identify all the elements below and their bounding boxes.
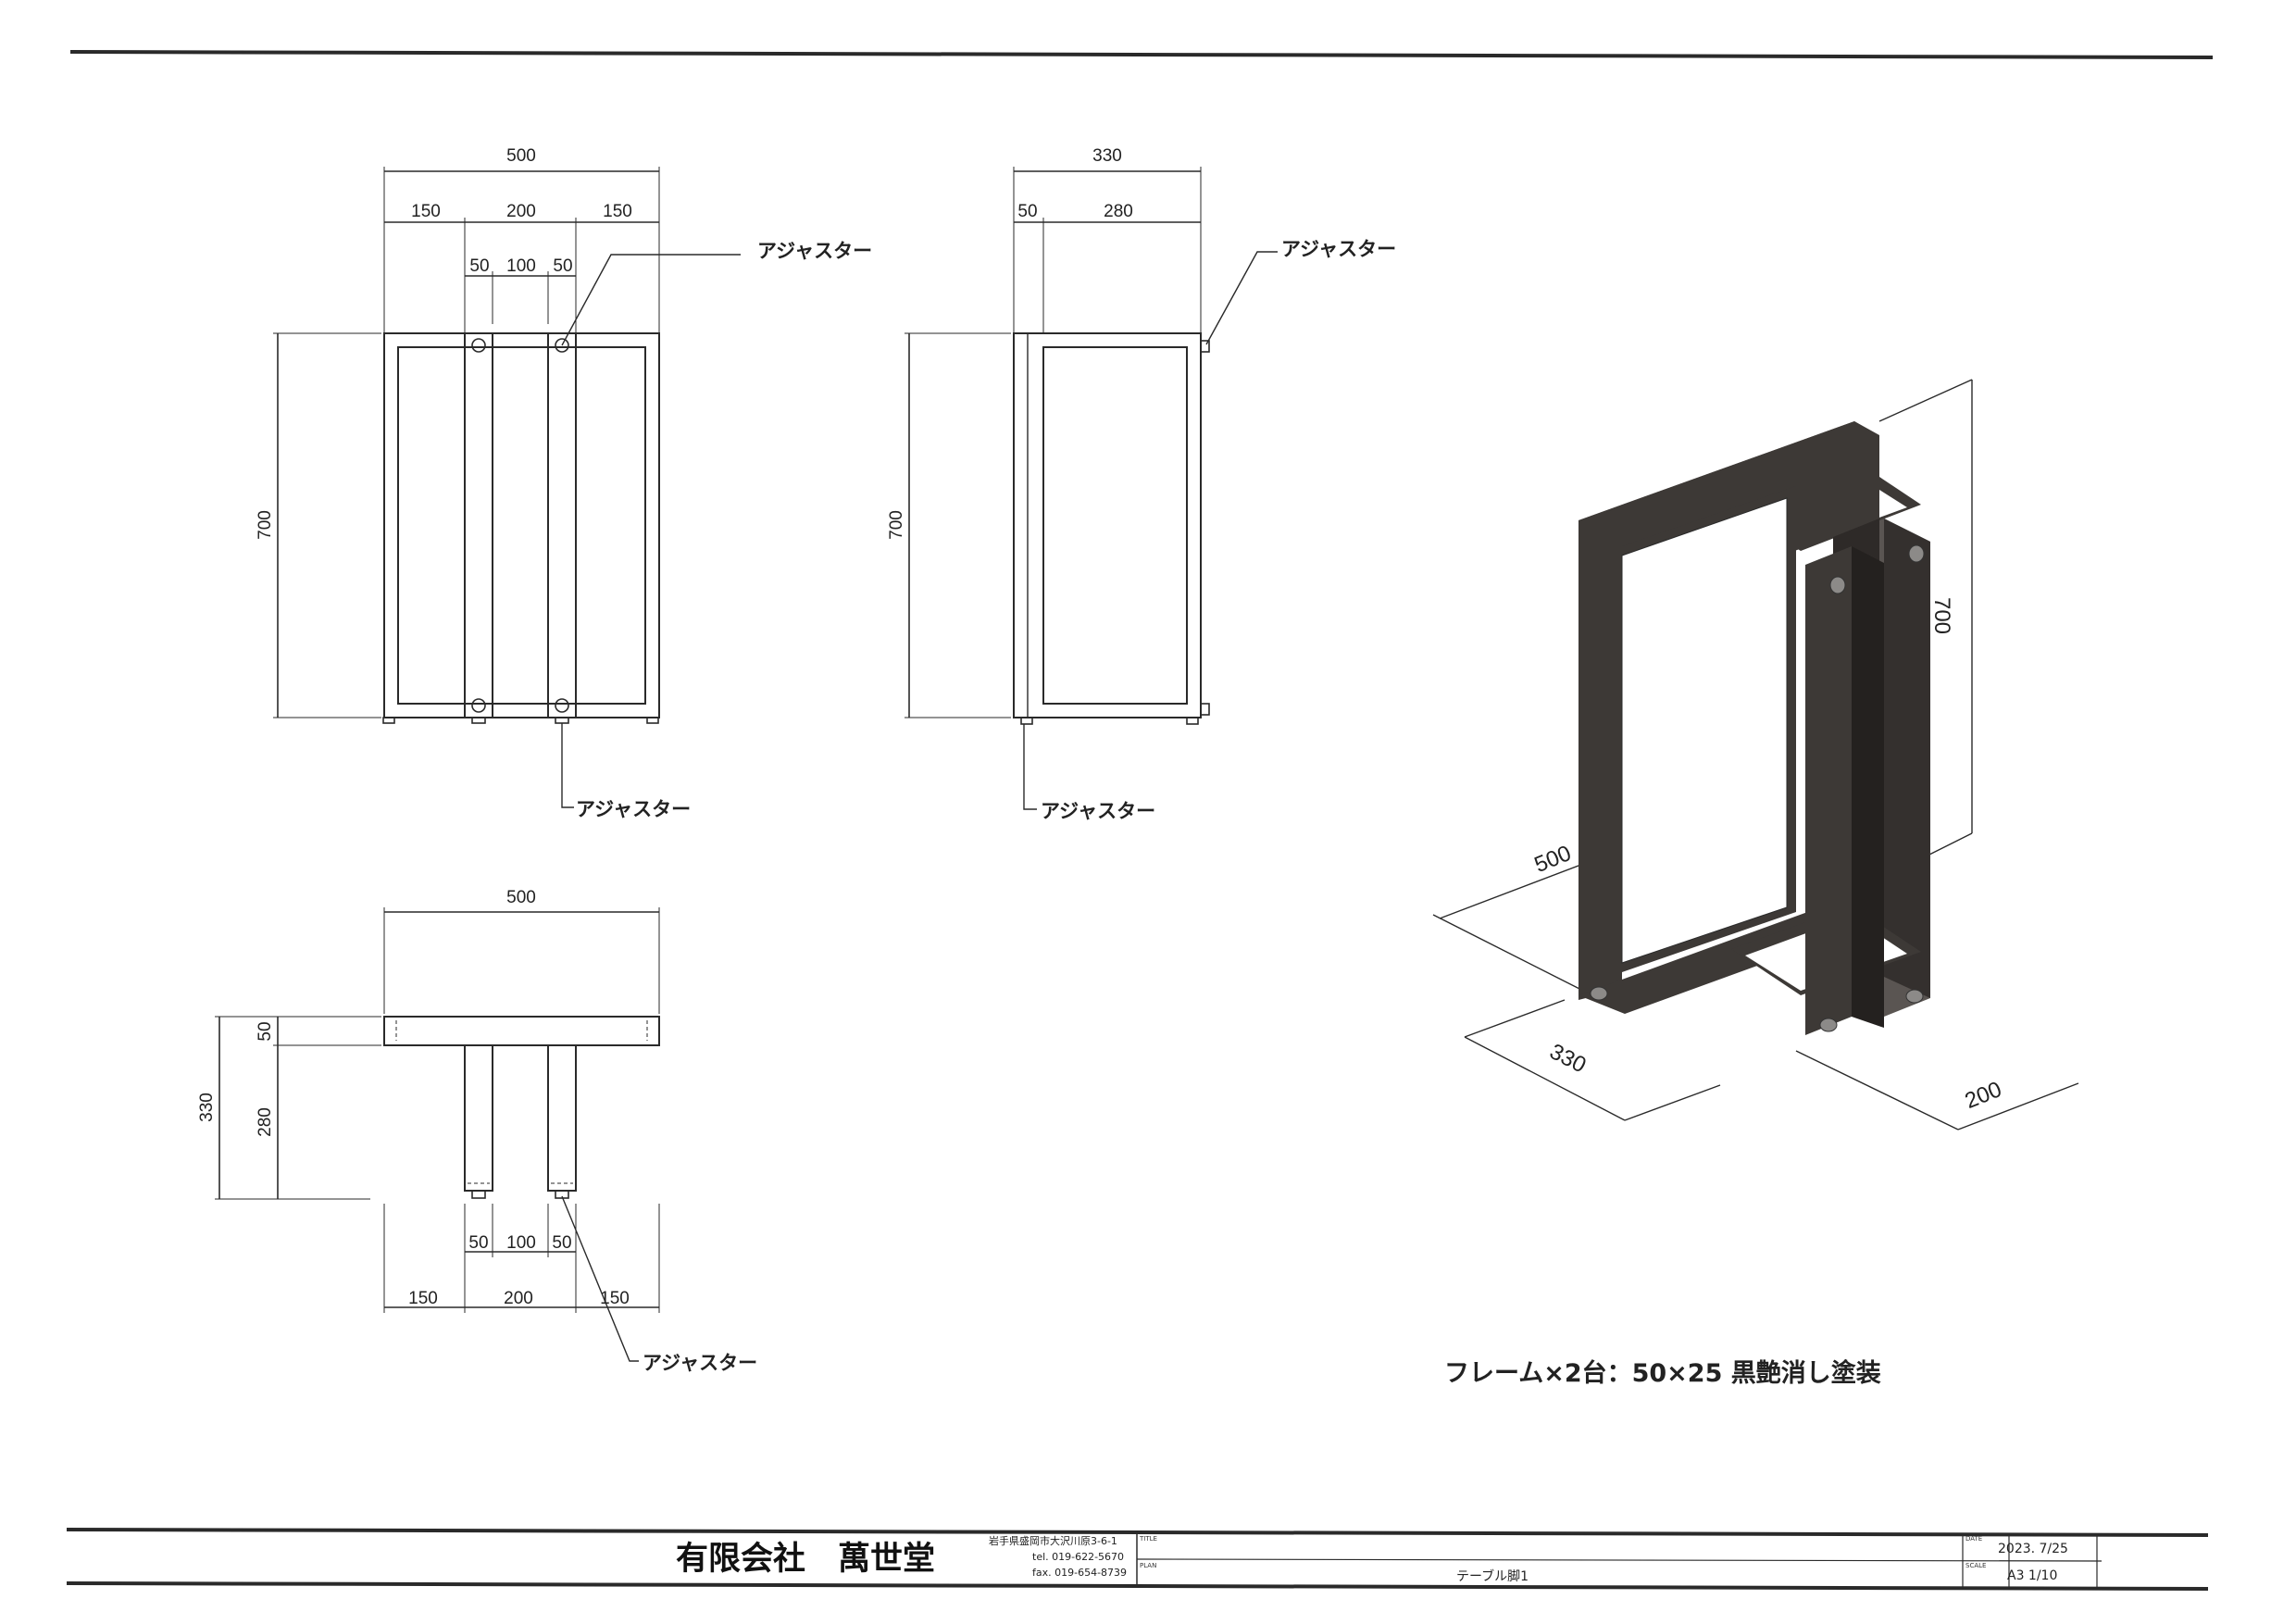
side-height-dim: 700 <box>887 510 906 540</box>
top-inner-left: 50 <box>468 1233 488 1253</box>
front-inner-right: 50 <box>553 256 572 276</box>
front-seg-right: 150 <box>603 202 632 221</box>
top-depth-seg-1: 50 <box>256 1021 275 1041</box>
sheet-top-border <box>69 50 2214 59</box>
top-adjuster-label: アジャスター <box>643 1352 757 1374</box>
company-fax: fax. 019-654-8739 <box>1032 1567 1127 1579</box>
plan-name: テーブル脚1 <box>1456 1568 1529 1584</box>
title-caption: TITLE <box>1139 1535 1157 1543</box>
iso-dim-height: 700 <box>1929 597 1954 634</box>
top-bottom-right: 150 <box>600 1289 630 1308</box>
date-caption: DATE <box>1965 1535 1982 1543</box>
company-tel: tel. 019-622-5670 <box>1032 1551 1124 1563</box>
top-view <box>215 907 660 1362</box>
side-adjuster-label-bottom: アジャスター <box>1041 800 1155 822</box>
front-width-dim: 500 <box>506 146 536 166</box>
top-bottom-mid: 200 <box>504 1289 533 1308</box>
plan-caption: PLAN <box>1140 1562 1156 1569</box>
front-height-dim: 700 <box>256 510 275 540</box>
side-view <box>905 167 1278 810</box>
side-width-dim: 330 <box>1092 146 1122 166</box>
top-depth-seg-2: 280 <box>256 1107 275 1137</box>
iso-dim-depth: 330 <box>1545 1039 1590 1078</box>
top-inner-mid: 100 <box>506 1233 536 1253</box>
company-address: 岩手県盛岡市大沢川原3-6-1 <box>989 1534 1117 1547</box>
top-depth-total: 330 <box>197 1093 217 1122</box>
side-seg-left: 50 <box>1017 202 1037 221</box>
top-width-dim: 500 <box>506 888 536 907</box>
iso-dim-inner: 200 <box>1962 1077 2005 1114</box>
top-inner-right: 50 <box>552 1233 571 1253</box>
side-adjuster-label-top: アジャスター <box>1281 238 1396 260</box>
side-seg-right: 280 <box>1104 202 1133 221</box>
scale-caption: SCALE <box>1965 1562 1986 1569</box>
top-bottom-left: 150 <box>408 1289 438 1308</box>
front-adjuster-label-bottom: アジャスター <box>576 798 691 820</box>
front-view <box>273 167 741 808</box>
scale-value: A3 1/10 <box>2007 1568 2057 1583</box>
isometric-view <box>1432 379 2079 1131</box>
front-seg-mid: 200 <box>506 202 536 221</box>
front-inner-mid: 100 <box>506 256 536 276</box>
title-block <box>66 1528 2209 1591</box>
material-note: フレーム×2台：50×25 黒艶消し塗装 <box>1444 1358 1881 1388</box>
front-inner-left: 50 <box>469 256 489 276</box>
front-adjuster-label-top: アジャスター <box>757 240 872 262</box>
iso-dim-width: 500 <box>1531 841 1575 878</box>
company-name: 有限会社 萬世堂 <box>676 1541 935 1578</box>
front-seg-left: 150 <box>411 202 441 221</box>
date-value: 2023. 7/25 <box>1998 1542 2068 1556</box>
